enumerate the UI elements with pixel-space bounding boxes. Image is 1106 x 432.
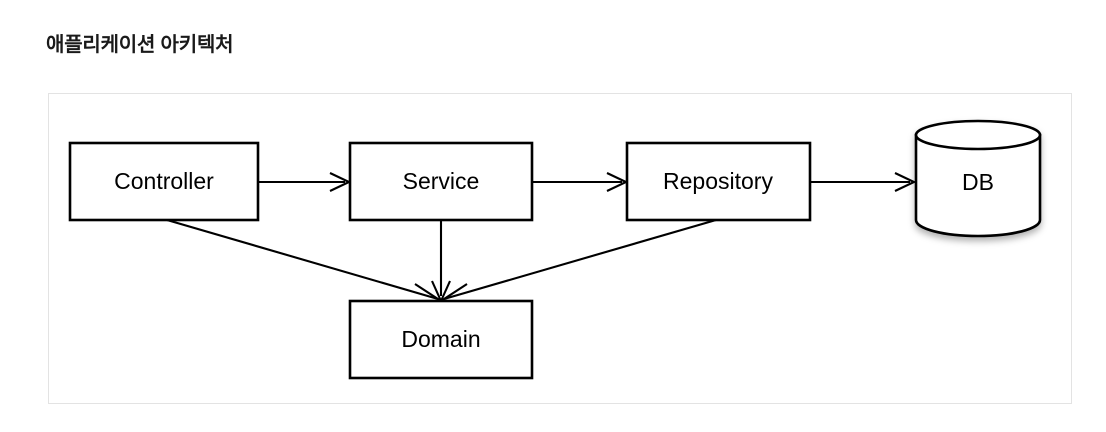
diagram-panel xyxy=(48,93,1072,404)
page-title: 애플리케이션 아키텍처 xyxy=(46,34,234,56)
